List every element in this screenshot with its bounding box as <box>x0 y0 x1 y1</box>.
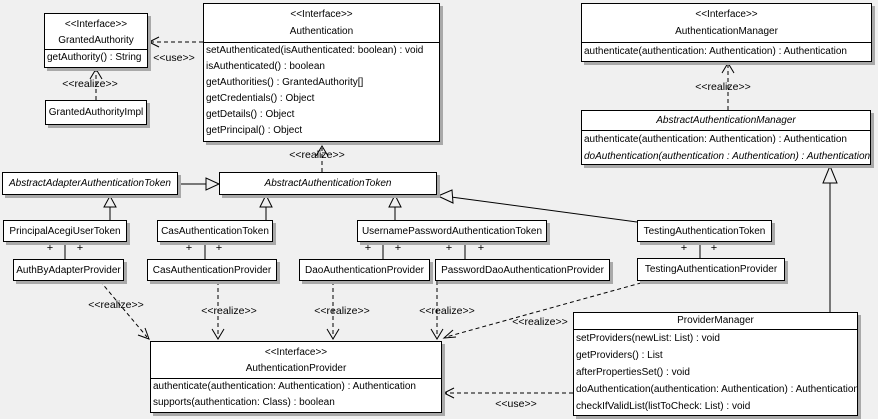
method: afterPropertiesSet() : void <box>576 367 690 378</box>
association-end-plus: + <box>215 242 223 254</box>
class-name: Authentication <box>289 26 354 37</box>
realize-edge-grantedauthorityimpl[interactable] <box>89 68 103 100</box>
class-granted-authority-impl[interactable]: GrantedAuthorityImpl <box>45 100 147 125</box>
class-name: CasAuthenticationProvider <box>152 264 272 276</box>
class-name: TestingAuthenticationProvider <box>644 264 778 275</box>
class-name: PasswordDaoAuthenticationProvider <box>441 264 604 276</box>
generalization-edge-principalacegiusertoken[interactable] <box>103 194 117 220</box>
method: supports(authentication: Class) : boolea… <box>153 397 335 408</box>
association-end-plus: + <box>680 242 688 254</box>
class-granted-authority[interactable]: <<Interface>> GrantedAuthority getAuthor… <box>44 13 148 68</box>
class-auth-by-adapter-provider[interactable]: AuthByAdapterProvider <box>13 259 124 281</box>
realize-edge-passworddaoauthenticationprovider[interactable] <box>430 281 444 340</box>
class-stereotype: <<Interface>> <box>264 347 328 358</box>
class-abstract-adapter-authentication-token[interactable]: AbstractAdapterAuthenticationToken <box>2 172 178 195</box>
association-end-plus: + <box>185 242 193 254</box>
class-name: ProviderManager <box>677 315 754 326</box>
class-name: AuthenticationProvider <box>245 363 347 374</box>
class-authentication[interactable]: <<Interface>> Authentication setAuthenti… <box>203 3 440 142</box>
realize-edge-testingauthenticationprovider[interactable] <box>442 280 649 339</box>
class-password-dao-authentication-provider[interactable]: PasswordDaoAuthenticationProvider <box>435 259 610 281</box>
class-testing-authentication-token[interactable]: TestingAuthenticationToken <box>637 220 772 242</box>
realize-edge-authbyadapterprovider[interactable] <box>99 280 150 340</box>
method: authenticate(authentication: Authenticat… <box>584 46 847 57</box>
generalization-edge-usernamepasswordtoken[interactable] <box>388 193 402 220</box>
realize-label-cas: <<realize>> <box>201 305 257 317</box>
class-abstract-authentication-manager[interactable]: AbstractAuthenticationManager authentica… <box>581 110 871 165</box>
class-provider-manager[interactable]: ProviderManager setProviders(newList: Li… <box>573 312 858 416</box>
method: doAuthentication(authentication : Authen… <box>584 151 870 162</box>
method: setAuthenticated(isAuthenticated: boolea… <box>206 45 424 56</box>
class-name: AbstractAuthenticationToken <box>264 178 392 189</box>
association-end-plus: + <box>477 242 485 254</box>
use-edge-providermanager-authenticationprovider[interactable] <box>442 387 573 399</box>
method: getCredentials() : Object <box>206 93 315 104</box>
class-authentication-provider[interactable]: <<Interface>> AuthenticationProvider aut… <box>150 341 442 413</box>
class-name: PrincipalAcegiUserToken <box>9 225 121 237</box>
association-end-plus: + <box>394 242 402 254</box>
generalization-edge-testingauthenticationtoken[interactable] <box>436 189 638 223</box>
realize-label-grantedauthorityimpl: <<realize>> <box>62 78 118 90</box>
realize-label-abstractmanager: <<realize>> <box>695 81 751 93</box>
method: authenticate(authentication: Authenticat… <box>153 381 416 392</box>
generalization-edge-abstractadapter[interactable] <box>178 177 221 191</box>
use-label-top: <<use>> <box>153 52 195 64</box>
method: doAuthentication(authentication: Authent… <box>576 384 857 395</box>
class-stereotype: <<Interface>> <box>695 9 758 20</box>
method: checkIfValidList(listToCheck: List) : vo… <box>576 401 751 412</box>
class-stereotype: <<Interface>> <box>64 19 128 30</box>
method: getPrincipal() : Object <box>206 125 303 136</box>
use-label-bottom: <<use>> <box>495 398 537 410</box>
realize-edge-daoauthenticationprovider[interactable] <box>326 281 340 340</box>
method: isAuthenticated() : boolean <box>206 61 325 72</box>
class-cas-authentication-provider[interactable]: CasAuthenticationProvider <box>147 259 277 281</box>
class-name: TestingAuthenticationToken <box>643 225 766 237</box>
class-dao-authentication-provider[interactable]: DaoAuthenticationProvider <box>299 259 430 281</box>
class-authentication-manager[interactable]: <<Interface>> AuthenticationManager auth… <box>581 3 872 62</box>
class-username-password-authentication-token[interactable]: UsernamePasswordAuthenticationToken <box>357 220 547 242</box>
class-name: GrantedAuthorityImpl <box>48 107 144 118</box>
class-name: GrantedAuthority <box>58 35 134 46</box>
realize-label-authbyadapter: <<realize>> <box>88 299 144 311</box>
realize-label-passworddao: <<realize>> <box>419 305 475 317</box>
realize-edge-abstractauthenticationmanager[interactable] <box>721 62 735 110</box>
realize-edge-casauthenticationprovider[interactable] <box>211 281 225 340</box>
realize-edge-abstractauthenticationtoken[interactable] <box>315 145 329 172</box>
class-name: UsernamePasswordAuthenticationToken <box>361 225 543 237</box>
class-name: CasAuthenticationToken <box>161 225 269 237</box>
association-end-plus: + <box>445 242 453 254</box>
method: getDetails() : Object <box>206 109 295 120</box>
association-edges-token-provider[interactable] <box>64 242 701 259</box>
association-end-plus: + <box>46 242 54 254</box>
class-name: AbstractAdapterAuthenticationToken <box>9 178 171 189</box>
method: getAuthorities() : GrantedAuthority[] <box>206 77 364 88</box>
method: authenticate(authentication: Authenticat… <box>584 134 847 145</box>
association-end-plus: + <box>364 242 372 254</box>
class-name: DaoAuthenticationProvider <box>305 264 424 276</box>
association-end-plus: + <box>710 242 718 254</box>
class-cas-authentication-token[interactable]: CasAuthenticationToken <box>157 220 273 242</box>
method: setProviders(newList: List) : void <box>576 333 720 344</box>
association-end-plus: + <box>76 242 84 254</box>
class-name: AuthByAdapterProvider <box>16 264 121 276</box>
class-principal-acegi-user-token[interactable]: PrincipalAcegiUserToken <box>3 220 127 242</box>
class-testing-authentication-provider[interactable]: TestingAuthenticationProvider <box>637 258 785 281</box>
method: getProviders() : List <box>576 350 663 361</box>
realize-label-dao: <<realize>> <box>314 305 370 317</box>
realize-label-testing: <<realize>> <box>512 316 568 328</box>
class-abstract-authentication-token[interactable]: AbstractAuthenticationToken <box>219 172 437 195</box>
generalization-edge-providermanager[interactable] <box>822 164 838 312</box>
method: getAuthority() : String <box>47 52 142 63</box>
class-name: AbstractAuthenticationManager <box>656 115 796 126</box>
realize-label-abstracttoken: <<realize>> <box>289 149 345 161</box>
use-edge-authentication-grantedauthority[interactable] <box>147 36 203 48</box>
class-stereotype: <<Interface>> <box>290 9 353 20</box>
class-name: AuthenticationManager <box>675 26 778 37</box>
generalization-edge-casauthenticationtoken[interactable] <box>259 193 273 220</box>
